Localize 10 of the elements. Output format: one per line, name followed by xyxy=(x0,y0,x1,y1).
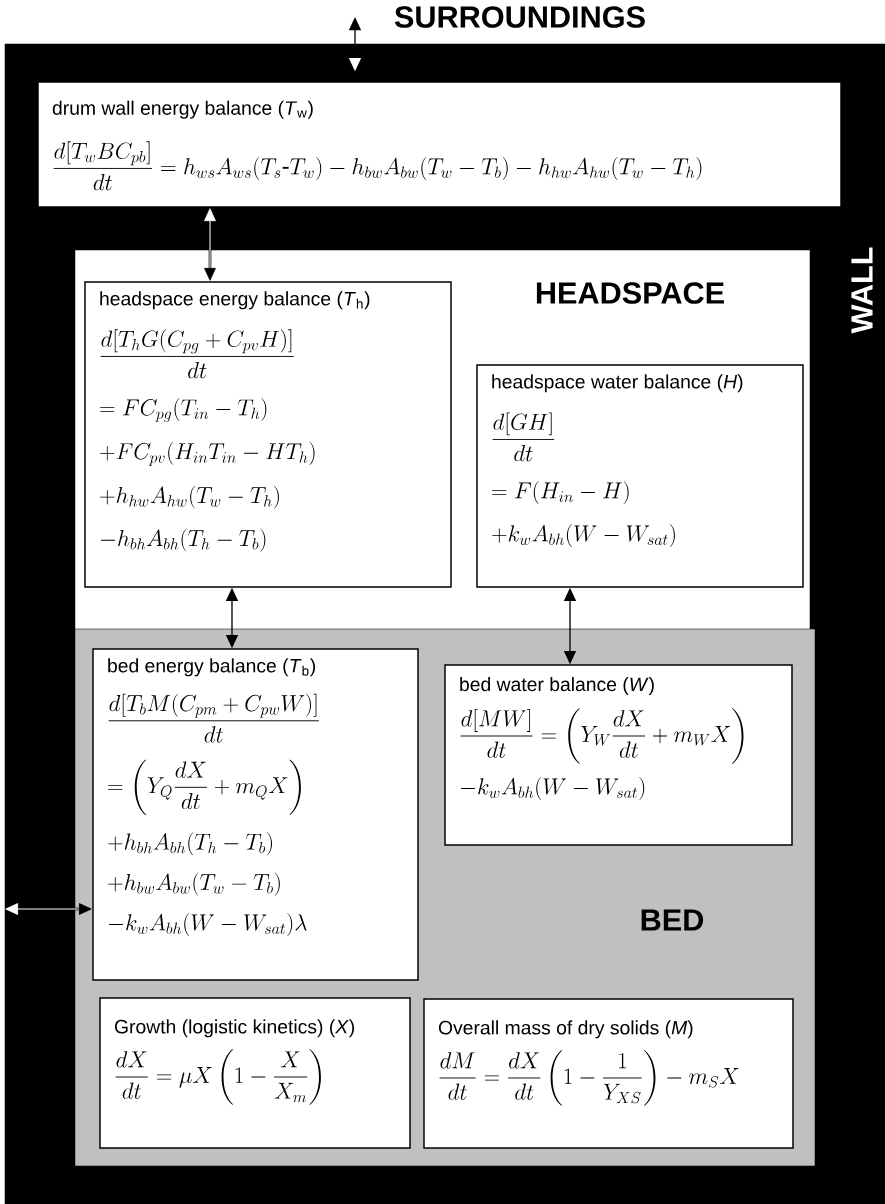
equation-box: bed water balance (W) $\frac{d[MW]}{dt} = \left(Y_W\frac{dX}{dt} + m_WX\right)$ $- k_wA_{bh}(W - W_{sat})$ xyxy=(444,664,793,846)
equation-box: Overall mass of dry solids (M) $\frac{dM}{dt} = \frac{dX}{dt}\left(1 - \frac{1}{Y_{XS}}\right) - m_SX$ xyxy=(423,998,794,1149)
equation-box: bed energy balance (T$_{b}$) $\frac{d[T_bM(C_{pm}+C_{pw}W)]}{dt}$ $= \left(Y_Q\frac{dX}{dt} + m_QX\right)$ $+ h_{bh}A_{bh}(T_h - T_b)$ $+ h_{bw}A_{bw}(T_w - T_b)$ $- k_wA_{bh}(W - W_{sat})\lambda$ xyxy=(92,648,419,981)
equation-box: drum wall energy balance (T$_{w}$) $\frac{d[T_wBC_{pb}]}{dt} = h_{ws}A_{ws}(T_s\mbox{-}T_w) - h_{bw}A_{bw}(T_w - T_b) - h_{hw}A_{hw}(T_w - T_h)$ xyxy=(37,81,842,208)
double-arrow xyxy=(204,208,216,281)
double-arrow xyxy=(5,903,92,915)
equation-box: headspace water balance (H) $\frac{d[GH]}{dt}$ $= F(H_{in} - H)$ $+ k_wA_{bh}(W - W_{sat})$ xyxy=(476,364,804,588)
region-label: SURROUNDINGS xyxy=(394,6,645,28)
equation-box: headspace energy balance (T$_{h}$) $\frac{d[T_hG(C_{pg}+C_{pv}H)]}{dt}$ $= FC_{pg}(T_{in} - T_h)$ $+ FC_{pv}(H_{in}T_{in} - HT_h)$ $+ h_{hw}A_{hw}(T_w - T_h)$ $- h_{bh}A_{bh}(T_h - T_b)$ xyxy=(84,281,452,588)
equation-box: Growth (logistic kinetics) (X) $\frac{dX}{dt} = \mu X\left(1 - \frac{X}{X_m}\right)$ xyxy=(99,997,411,1149)
